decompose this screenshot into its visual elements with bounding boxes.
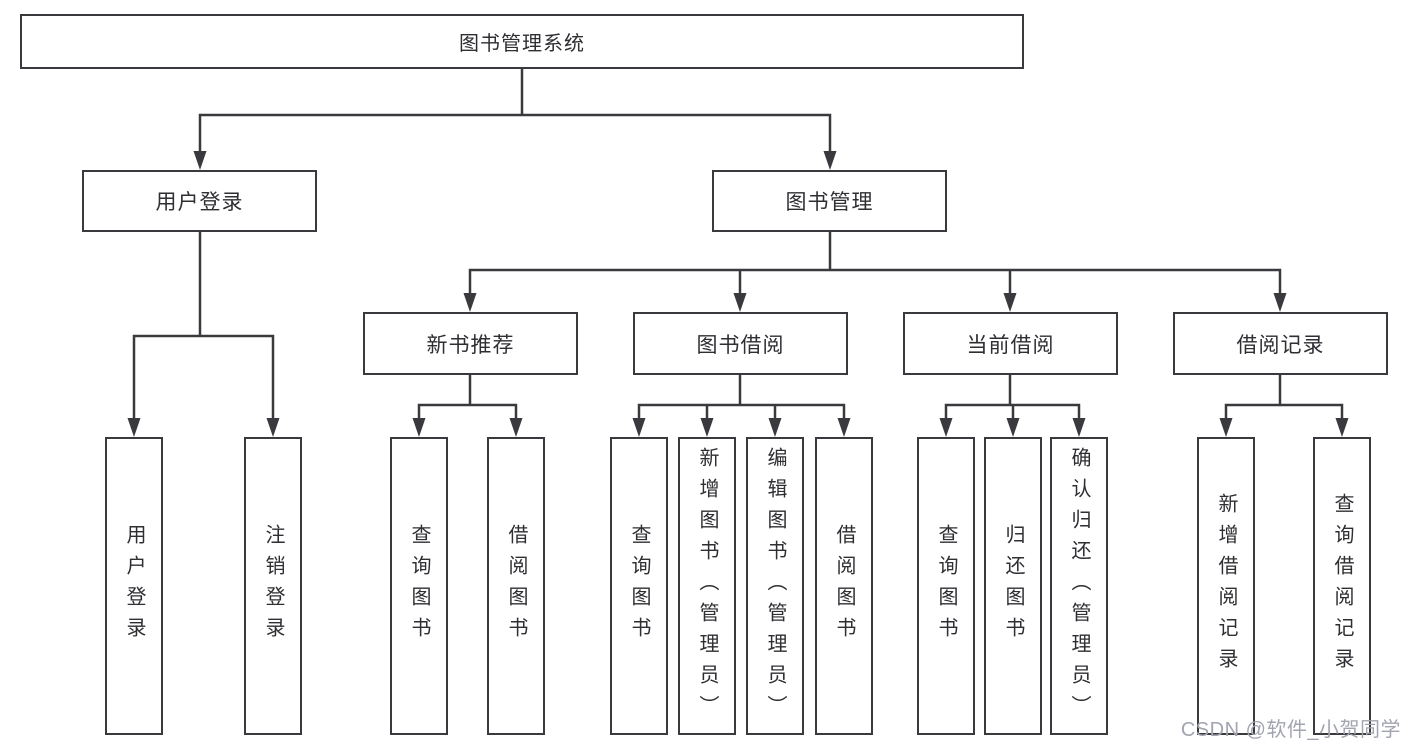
node-current-borrowing: 当前借阅	[903, 312, 1118, 375]
leaf-current-query-books: 查询图书	[917, 437, 975, 735]
leaf-user-login-label: 用户登录	[123, 524, 145, 648]
leaf-logout-login-label: 注销登录	[262, 524, 284, 648]
leaf-recommend-borrow-books-label: 借阅图书	[505, 524, 527, 648]
leaf-current-query-books-label: 查询图书	[935, 524, 957, 648]
leaf-query-borrow-record-label: 查询借阅记录	[1331, 493, 1353, 679]
leaf-borrowing-query-books-label: 查询图书	[628, 524, 650, 648]
leaf-user-login: 用户登录	[105, 437, 163, 735]
leaf-confirm-return-admin: 确认归还（管理员）	[1050, 437, 1108, 735]
leaf-borrowing-borrow-books: 借阅图书	[815, 437, 873, 735]
node-user-login: 用户登录	[82, 170, 317, 232]
leaf-add-books-admin-label: 新增图书（管理员）	[696, 446, 718, 726]
leaf-recommend-query-books-label: 查询图书	[408, 524, 430, 648]
leaf-edit-books-admin-label: 编辑图书（管理员）	[764, 446, 786, 726]
node-book-management-system: 图书管理系统	[20, 14, 1024, 69]
leaf-return-books: 归还图书	[984, 437, 1042, 735]
leaf-borrowing-query-books: 查询图书	[610, 437, 668, 735]
node-book-management: 图书管理	[712, 170, 947, 232]
leaf-add-books-admin: 新增图书（管理员）	[678, 437, 736, 735]
leaf-query-borrow-record: 查询借阅记录	[1313, 437, 1371, 735]
leaf-borrowing-borrow-books-label: 借阅图书	[833, 524, 855, 648]
leaf-add-borrow-record: 新增借阅记录	[1197, 437, 1255, 735]
leaf-logout-login: 注销登录	[244, 437, 302, 735]
arrowheads	[127, 151, 1349, 437]
leaf-return-books-label: 归还图书	[1002, 524, 1024, 648]
leaf-recommend-query-books: 查询图书	[390, 437, 448, 735]
leaf-recommend-borrow-books: 借阅图书	[487, 437, 545, 735]
node-new-book-recommend: 新书推荐	[363, 312, 578, 375]
node-book-borrowing: 图书借阅	[633, 312, 848, 375]
leaf-add-borrow-record-label: 新增借阅记录	[1215, 493, 1237, 679]
leaf-edit-books-admin: 编辑图书（管理员）	[746, 437, 804, 735]
leaf-confirm-return-admin-label: 确认归还（管理员）	[1068, 446, 1090, 726]
csdn-watermark: CSDN @软件_小贺同学	[1180, 719, 1401, 741]
node-borrowing-records: 借阅记录	[1173, 312, 1388, 375]
